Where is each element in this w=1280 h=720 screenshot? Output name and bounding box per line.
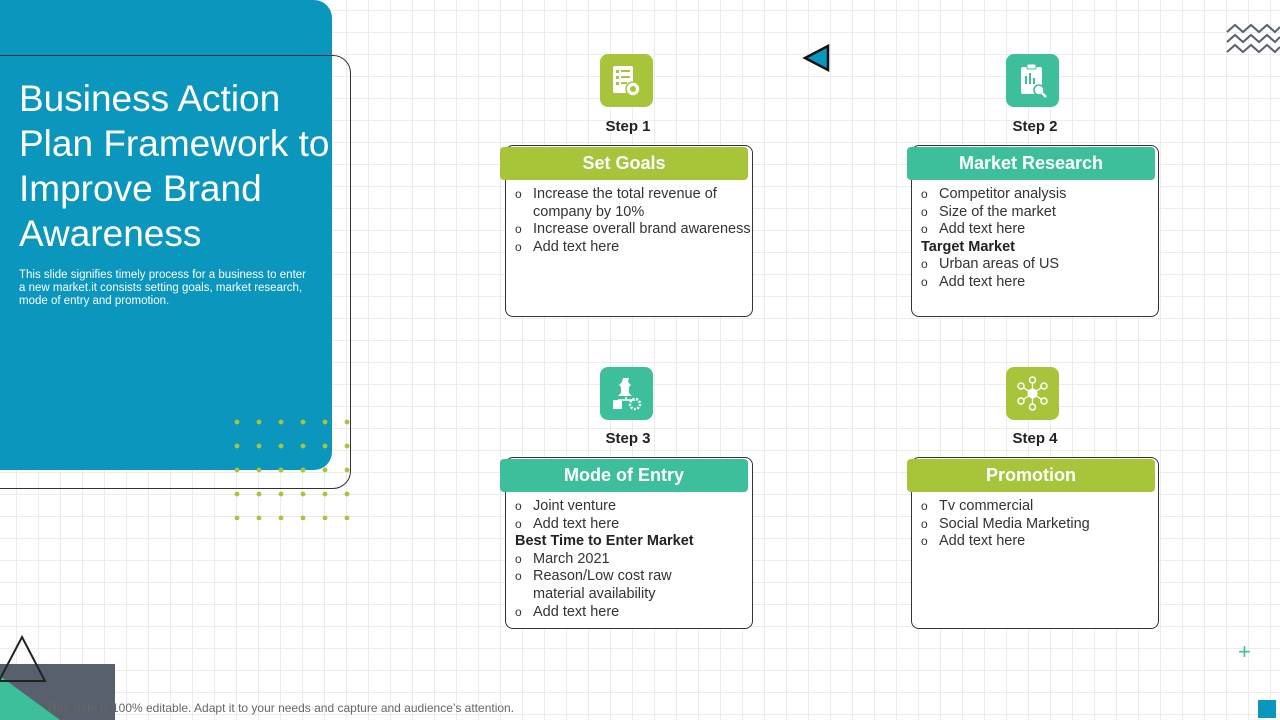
play-triangle-icon	[802, 43, 830, 73]
list-item: Size of the market	[921, 204, 1161, 222]
step-4-label: Step 4	[1012, 430, 1058, 447]
list-item: Urban areas of US	[921, 256, 1161, 274]
dot-grid-decoration	[226, 410, 356, 520]
list-item: Competitor analysis	[921, 186, 1161, 204]
set-goals-list: Increase the total revenue of company by…	[515, 186, 755, 256]
clipboard-search-icon	[1006, 54, 1059, 107]
network-promotion-icon	[1006, 367, 1059, 420]
market-research-header: Market Research	[907, 147, 1155, 180]
corner-teal-decoration	[0, 676, 60, 720]
list-item: Add text here	[515, 604, 755, 622]
mode-of-entry-header: Mode of Entry	[500, 459, 748, 492]
square-decoration	[1258, 700, 1276, 718]
list-item: Social Media Marketing	[921, 516, 1161, 534]
step-1-label: Step 1	[605, 118, 651, 135]
list-item: Joint venture	[515, 498, 755, 516]
list-item: Increase the total revenue of company by…	[515, 186, 755, 221]
list-item: Add text here	[921, 274, 1161, 292]
list-item: Reason/Low cost raw material availabilit…	[515, 568, 703, 603]
slide-title: Business Action Plan Framework to Improv…	[19, 78, 330, 254]
list-item: March 2021	[515, 551, 755, 569]
list-item: Increase overall brand awareness	[515, 221, 755, 239]
market-research-list: Competitor analysis Size of the market A…	[921, 186, 1161, 292]
title-panel-outline	[0, 55, 351, 489]
title-panel	[0, 0, 332, 470]
mode-of-entry-list: Joint venture Add text here Best Time to…	[515, 498, 755, 621]
triangle-outline-icon	[0, 634, 47, 682]
list-item: Add text here	[515, 516, 755, 534]
zigzag-icon	[1226, 23, 1280, 54]
list-heading: Target Market	[921, 238, 1016, 255]
step-3-label: Step 3	[605, 430, 651, 447]
list-item: Add text here	[921, 533, 1161, 551]
list-item: Add text here	[921, 221, 1161, 239]
list-heading: Best Time to Enter Market	[515, 533, 694, 550]
step-2-label: Step 2	[1012, 118, 1058, 135]
promotion-list: Tv commercial Social Media Marketing Add…	[921, 498, 1161, 551]
list-item: Add text here	[515, 239, 755, 257]
set-goals-header: Set Goals	[500, 147, 748, 180]
checklist-goals-icon	[600, 54, 653, 107]
promotion-header: Promotion	[907, 459, 1155, 492]
plus-icon: +	[1238, 639, 1251, 664]
list-item: Tv commercial	[921, 498, 1161, 516]
slide-subtitle: This slide signifies timely process for …	[19, 269, 306, 307]
footer-note: This slide is 100% editable. Adapt it to…	[45, 701, 515, 715]
chess-strategy-icon	[600, 367, 653, 420]
